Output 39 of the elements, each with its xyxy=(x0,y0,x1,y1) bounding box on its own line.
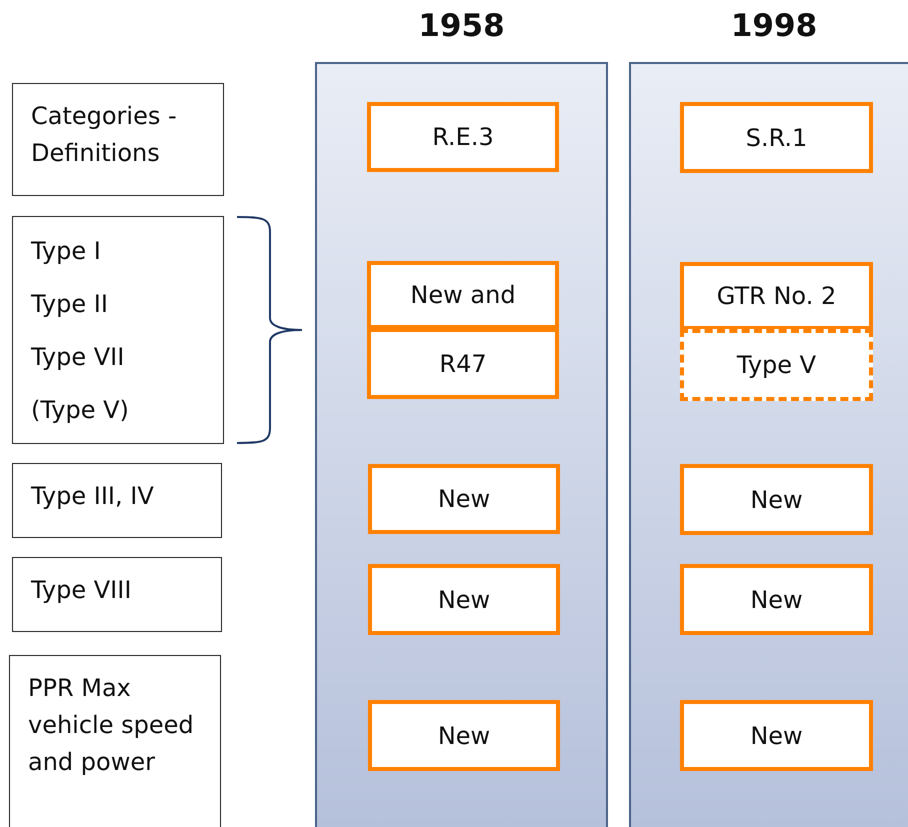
box-label: New xyxy=(750,586,803,614)
category-box xyxy=(12,463,222,538)
standard-box xyxy=(367,102,559,172)
standard-box xyxy=(368,700,560,771)
column-heading: 1998 xyxy=(730,8,818,44)
standard-box xyxy=(680,329,873,401)
category-box xyxy=(12,216,224,444)
category-label: (Type V) xyxy=(31,395,130,426)
column-heading: 1958 xyxy=(417,8,506,44)
category-label: Type I xyxy=(31,236,102,267)
standard-box xyxy=(368,464,560,534)
box-label: New xyxy=(750,722,803,750)
box-label: R.E.3 xyxy=(432,123,494,151)
standard-box xyxy=(680,464,873,535)
category-box xyxy=(9,655,221,827)
box-label: New and xyxy=(410,281,516,309)
box-label: GTR No. 2 xyxy=(716,282,836,310)
standard-box xyxy=(680,700,873,771)
box-label: Type V xyxy=(736,351,816,379)
category-label: Type II xyxy=(31,289,109,320)
standard-box xyxy=(680,262,873,330)
standard-box xyxy=(367,261,559,329)
category-label: Type VIII xyxy=(31,576,132,604)
category-label: Type III, IV xyxy=(31,482,154,510)
standard-box xyxy=(368,564,560,635)
category-box xyxy=(12,83,224,196)
category-box xyxy=(12,557,222,632)
box-label: New xyxy=(438,586,490,614)
standard-box xyxy=(680,102,873,173)
box-label: New xyxy=(438,722,490,750)
standard-box xyxy=(680,564,873,635)
box-label: New xyxy=(750,486,803,514)
category-label: Categories - Definitions xyxy=(31,102,177,167)
box-label: S.R.1 xyxy=(746,124,808,152)
category-label: Type VII xyxy=(31,342,126,373)
standard-box xyxy=(367,328,559,399)
box-label: New xyxy=(438,485,490,513)
category-label: PPR Max vehicle speed and power xyxy=(28,674,194,776)
box-label: R47 xyxy=(439,350,487,378)
